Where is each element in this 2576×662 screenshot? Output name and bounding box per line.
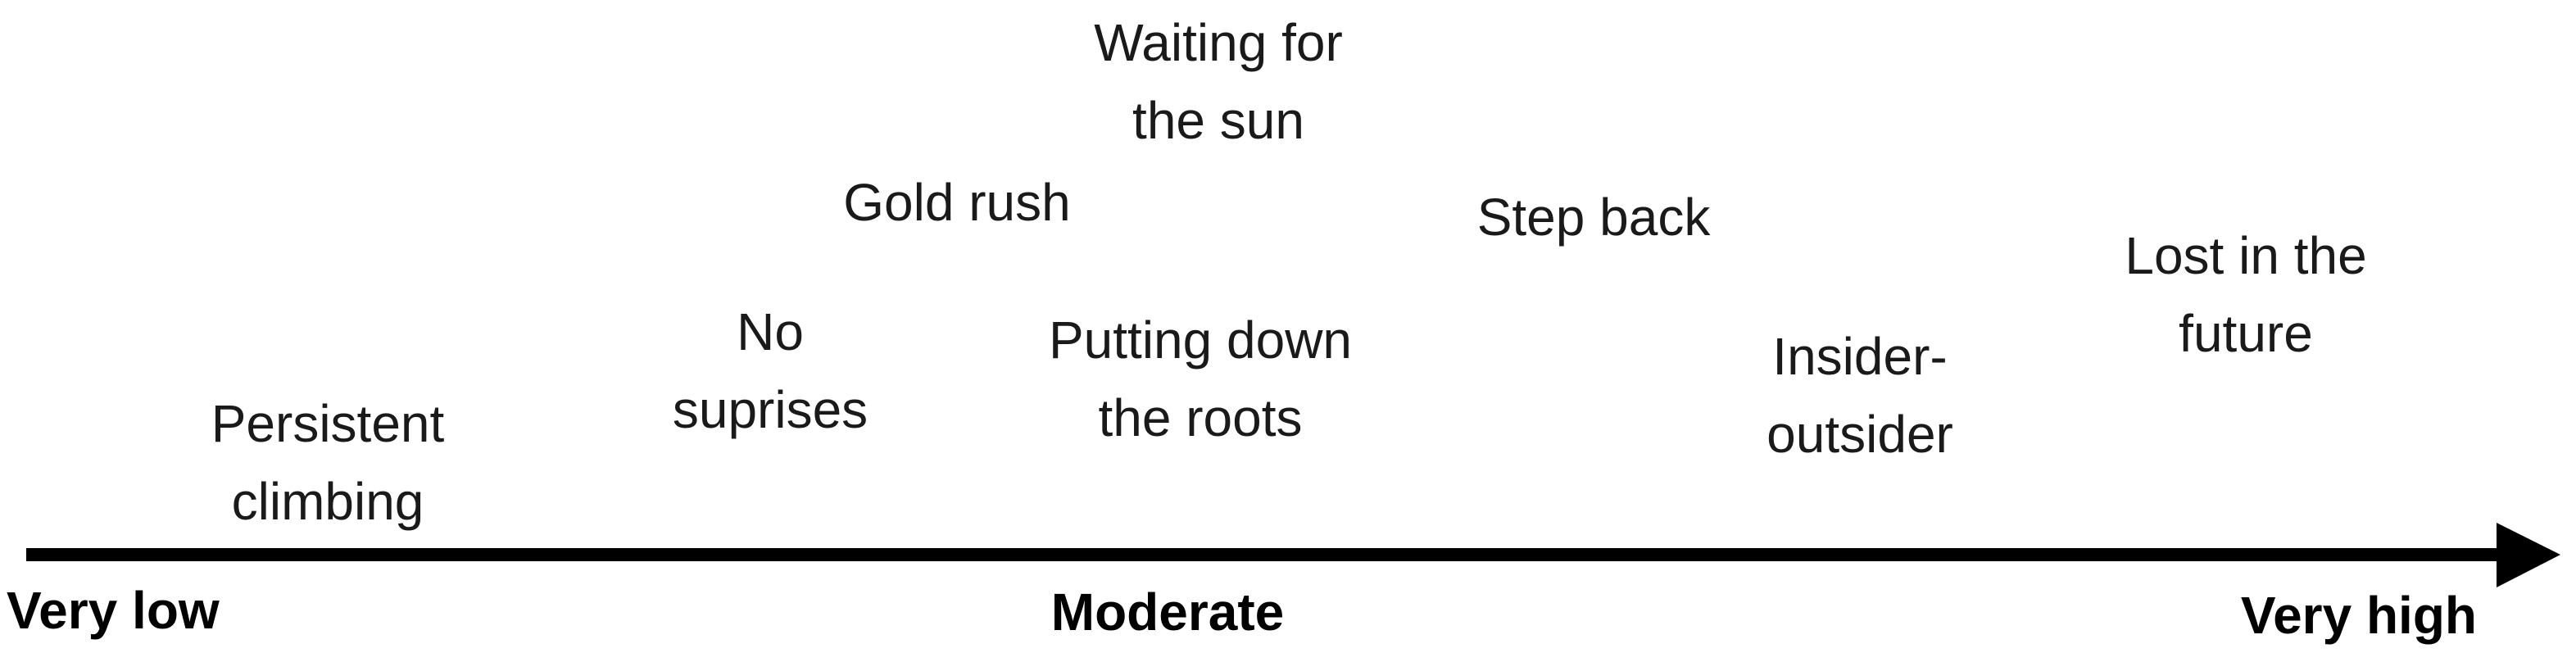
label-line: Step back (1476, 188, 1711, 247)
label-line: No (737, 302, 804, 361)
label-step-back: Step back (1477, 179, 1711, 256)
label-line: the sun (1132, 91, 1304, 150)
label-line: Lost in the (2125, 226, 2367, 285)
label-insider-outsider: Insider- outsider (1766, 318, 1953, 474)
label-line: Insider- (1772, 327, 1948, 386)
label-line: Putting down (1048, 311, 1353, 370)
label-gold-rush: Gold rush (843, 164, 1070, 242)
axis-label-very-high: Very high (2240, 586, 2477, 645)
label-line: suprises (672, 380, 868, 439)
label-line: outsider (1766, 405, 1953, 464)
label-putting-down-the-roots: Putting down the roots (1049, 302, 1352, 457)
label-waiting-for-the-sun: Waiting for the sun (1094, 4, 1343, 160)
label-persistent-climbing: Persistent climbing (211, 385, 445, 541)
label-line: Gold rush (843, 173, 1071, 232)
label-line: future (2179, 304, 2313, 363)
label-no-suprises: No suprises (673, 293, 868, 449)
label-lost-in-the-future: Lost in the future (2125, 217, 2366, 373)
label-line: the roots (1098, 388, 1303, 447)
axis-label-moderate: Moderate (1050, 583, 1285, 642)
axis-label-very-low: Very low (7, 581, 220, 640)
label-line: Persistent (211, 394, 445, 453)
label-line: climbing (231, 472, 424, 531)
axis-arrow-icon (26, 523, 2560, 587)
label-line: Waiting for (1094, 13, 1343, 72)
